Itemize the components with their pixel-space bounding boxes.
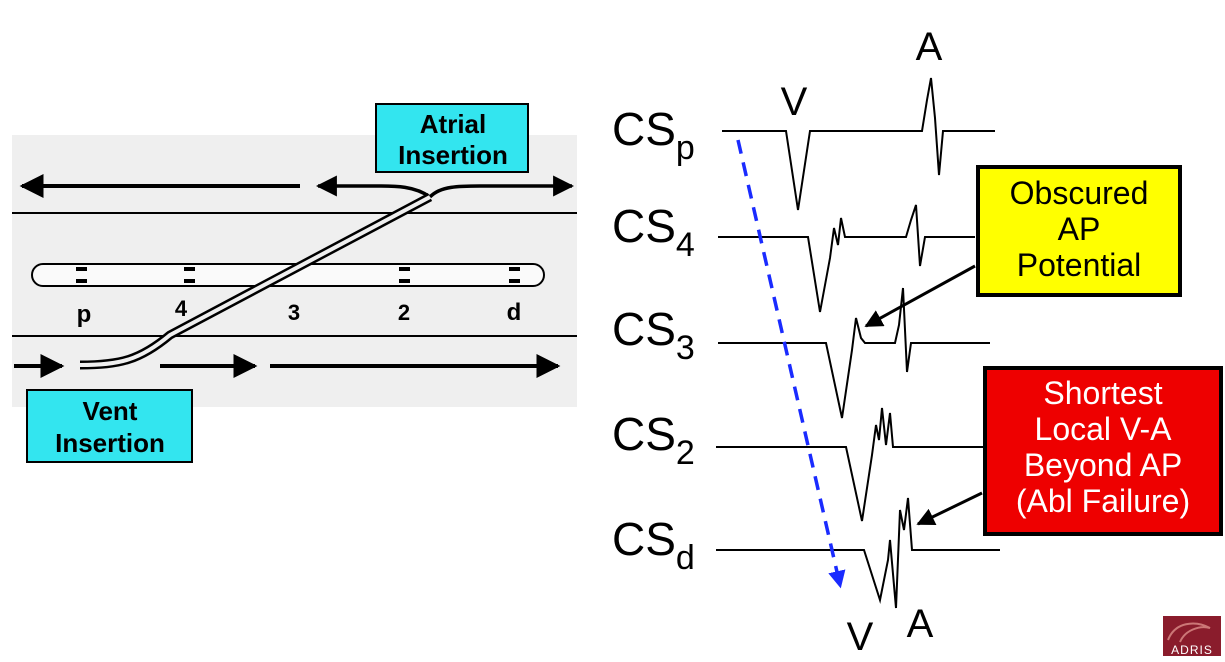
shortest-line-2: Local V-A: [1035, 411, 1173, 447]
shortest-va-callout: Shortest Local V-A Beyond AP (Abl Failur…: [916, 366, 1223, 536]
egm-panel: CSp CS4 CS3 CS2 CSd V A V A: [612, 25, 1000, 659]
channel-cs4-sub: 4: [676, 226, 695, 264]
catheter-electrodes: [76, 267, 520, 283]
vent-insertion-line-2: Insertion: [55, 428, 165, 458]
vent-insertion-box: Vent Insertion: [26, 389, 193, 463]
channel-label-cs2: CS2: [612, 408, 695, 472]
atrial-insertion-line-2: Insertion: [398, 140, 508, 170]
electrode-label-4: 4: [175, 296, 188, 321]
atrial-insertion-bg: [375, 103, 529, 173]
svg-text:CSd: CSd: [612, 513, 695, 577]
channel-csp-base: CS: [612, 103, 676, 155]
obscured-line-1: Obscured: [1010, 175, 1149, 211]
channel-label-cs3: CS3: [612, 303, 695, 367]
channel-label-csd: CSd: [612, 513, 695, 577]
channel-csd-sub: d: [676, 539, 695, 577]
activation-arrow: [736, 139, 846, 589]
adris-logo-swirl: [1167, 622, 1211, 643]
channel-cs2-base: CS: [612, 408, 676, 460]
shortest-va-pointer: [916, 491, 983, 526]
atrial-insertion-box: Atrial Insertion: [375, 103, 529, 173]
label-bottom-a: A: [907, 602, 934, 646]
label-top-v: V: [781, 80, 808, 124]
svg-text:CS2: CS2: [612, 408, 695, 472]
shortest-line-3: Beyond AP: [1024, 447, 1182, 483]
channel-cs2-sub: 2: [676, 434, 695, 472]
trace-cs2: [716, 407, 990, 522]
svg-text:CS4: CS4: [612, 200, 695, 264]
electrode-label-2: 2: [398, 300, 410, 325]
channel-cs3-base: CS: [612, 303, 676, 355]
svg-text:CS3: CS3: [612, 303, 695, 367]
channel-label-cs4: CS4: [612, 200, 695, 264]
shortest-line-4: (Abl Failure): [1016, 483, 1190, 519]
electrode-label-p: p: [77, 301, 92, 328]
trace-csp: [722, 77, 995, 211]
obscured-ap-callout: Obscured AP Potential: [864, 165, 1182, 328]
channel-cs3-sub: 3: [676, 329, 695, 367]
shortest-line-1: Shortest: [1043, 375, 1162, 411]
trace-cs3: [718, 287, 990, 419]
obscured-line-2: AP: [1058, 211, 1101, 247]
atrial-fiber-right: [428, 175, 575, 199]
trace-cs4: [718, 204, 975, 313]
trace-csd: [716, 497, 1000, 609]
accessory-pathway-inner: [79, 195, 431, 367]
obscured-line-3: Potential: [1017, 247, 1142, 283]
channel-label-csp: CSp: [612, 103, 695, 167]
label-top-a: A: [916, 25, 943, 69]
electrode-label-3: 3: [288, 300, 300, 325]
anatomy-panel: p 4 3 2 d Atrial Insertion Vent Insertio…: [12, 103, 577, 463]
atrial-fiber-left: [315, 175, 432, 199]
electrode-label-d: d: [507, 299, 522, 326]
atrial-insertion-line-1: Atrial: [420, 109, 486, 139]
adris-logo: ADRIS: [1163, 616, 1221, 657]
channel-cs4-base: CS: [612, 200, 676, 252]
label-bottom-v: V: [847, 615, 874, 659]
vent-insertion-line-1: Vent: [83, 396, 138, 426]
adris-logo-text: ADRIS: [1171, 643, 1213, 657]
obscured-ap-box: [976, 165, 1182, 297]
channel-csp-sub: p: [676, 129, 695, 167]
svg-text:CSp: CSp: [612, 103, 695, 167]
shortest-va-box: [983, 366, 1223, 536]
obscured-ap-pointer: [864, 264, 976, 328]
vent-insertion-bg: [26, 389, 193, 463]
channel-csd-base: CS: [612, 513, 676, 565]
